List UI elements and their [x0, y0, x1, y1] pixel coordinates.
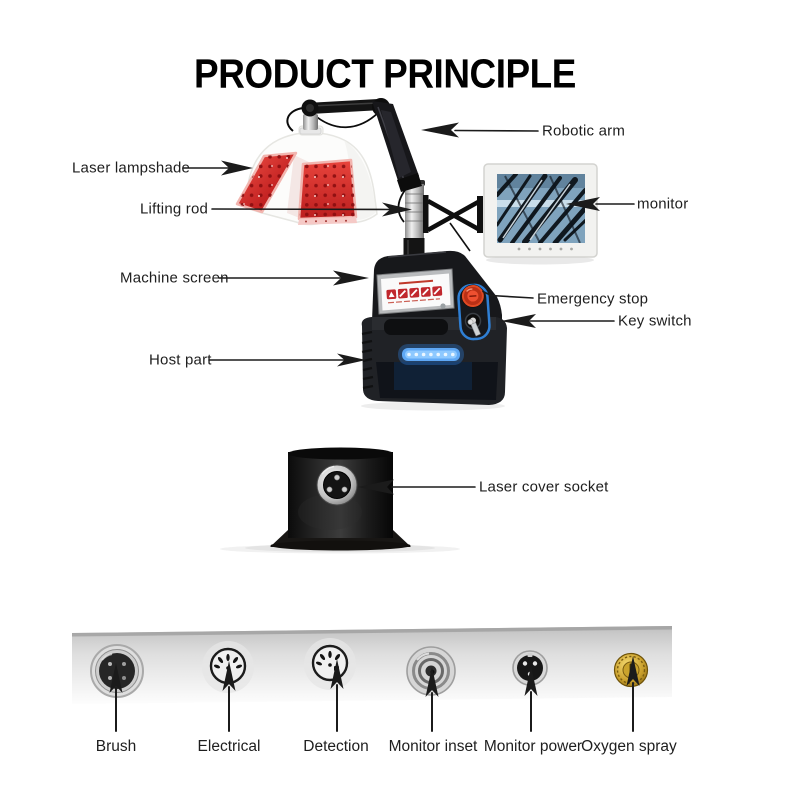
callout-label-key-switch: Key switch	[618, 312, 692, 330]
callout-label-laser-cover-socket: Laser cover socket	[479, 478, 609, 496]
callout-label-emergency-stop: Emergency stop	[537, 290, 649, 308]
callout-lines	[109, 122, 640, 732]
monitor-graphic	[423, 163, 598, 265]
host-machine-graphic	[361, 180, 507, 411]
robotic-arm-graphic	[286, 98, 422, 223]
callout-label-lifting-rod: Lifting rod	[140, 200, 209, 218]
port-label-monitor-inset: Monitor inset	[388, 738, 478, 755]
port-label-detection: Detection	[303, 738, 369, 755]
treatment-mode-icons	[386, 286, 443, 300]
detection-socket-graphic	[304, 638, 356, 690]
callout-label-robotic-arm: Robotic arm	[542, 122, 626, 140]
port-label-brush: Brush	[95, 738, 137, 755]
port-label-monitor-power: Monitor power	[483, 738, 583, 755]
callout-label-laser-lampshade: Laser lampshade	[72, 159, 191, 177]
laser-lampshade-graphic	[235, 125, 378, 226]
port-label-electrical: Electrical	[197, 738, 261, 755]
callout-label-machine-screen: Machine screen	[120, 269, 229, 287]
laser-cover-socket-graphic	[220, 447, 460, 554]
machine-screen-graphic	[376, 268, 455, 315]
monitor-bracket-graphic	[423, 195, 483, 252]
connector-panel-graphic	[72, 626, 672, 704]
callout-label-host-part: Host part	[149, 351, 212, 369]
key-switch-graphic	[464, 312, 482, 337]
callout-label-monitor: monitor	[637, 195, 689, 213]
port-label-oxygen-spray: Oxygen spray	[581, 738, 677, 755]
page-title: PRODUCT PRINCIPLE	[194, 50, 576, 97]
